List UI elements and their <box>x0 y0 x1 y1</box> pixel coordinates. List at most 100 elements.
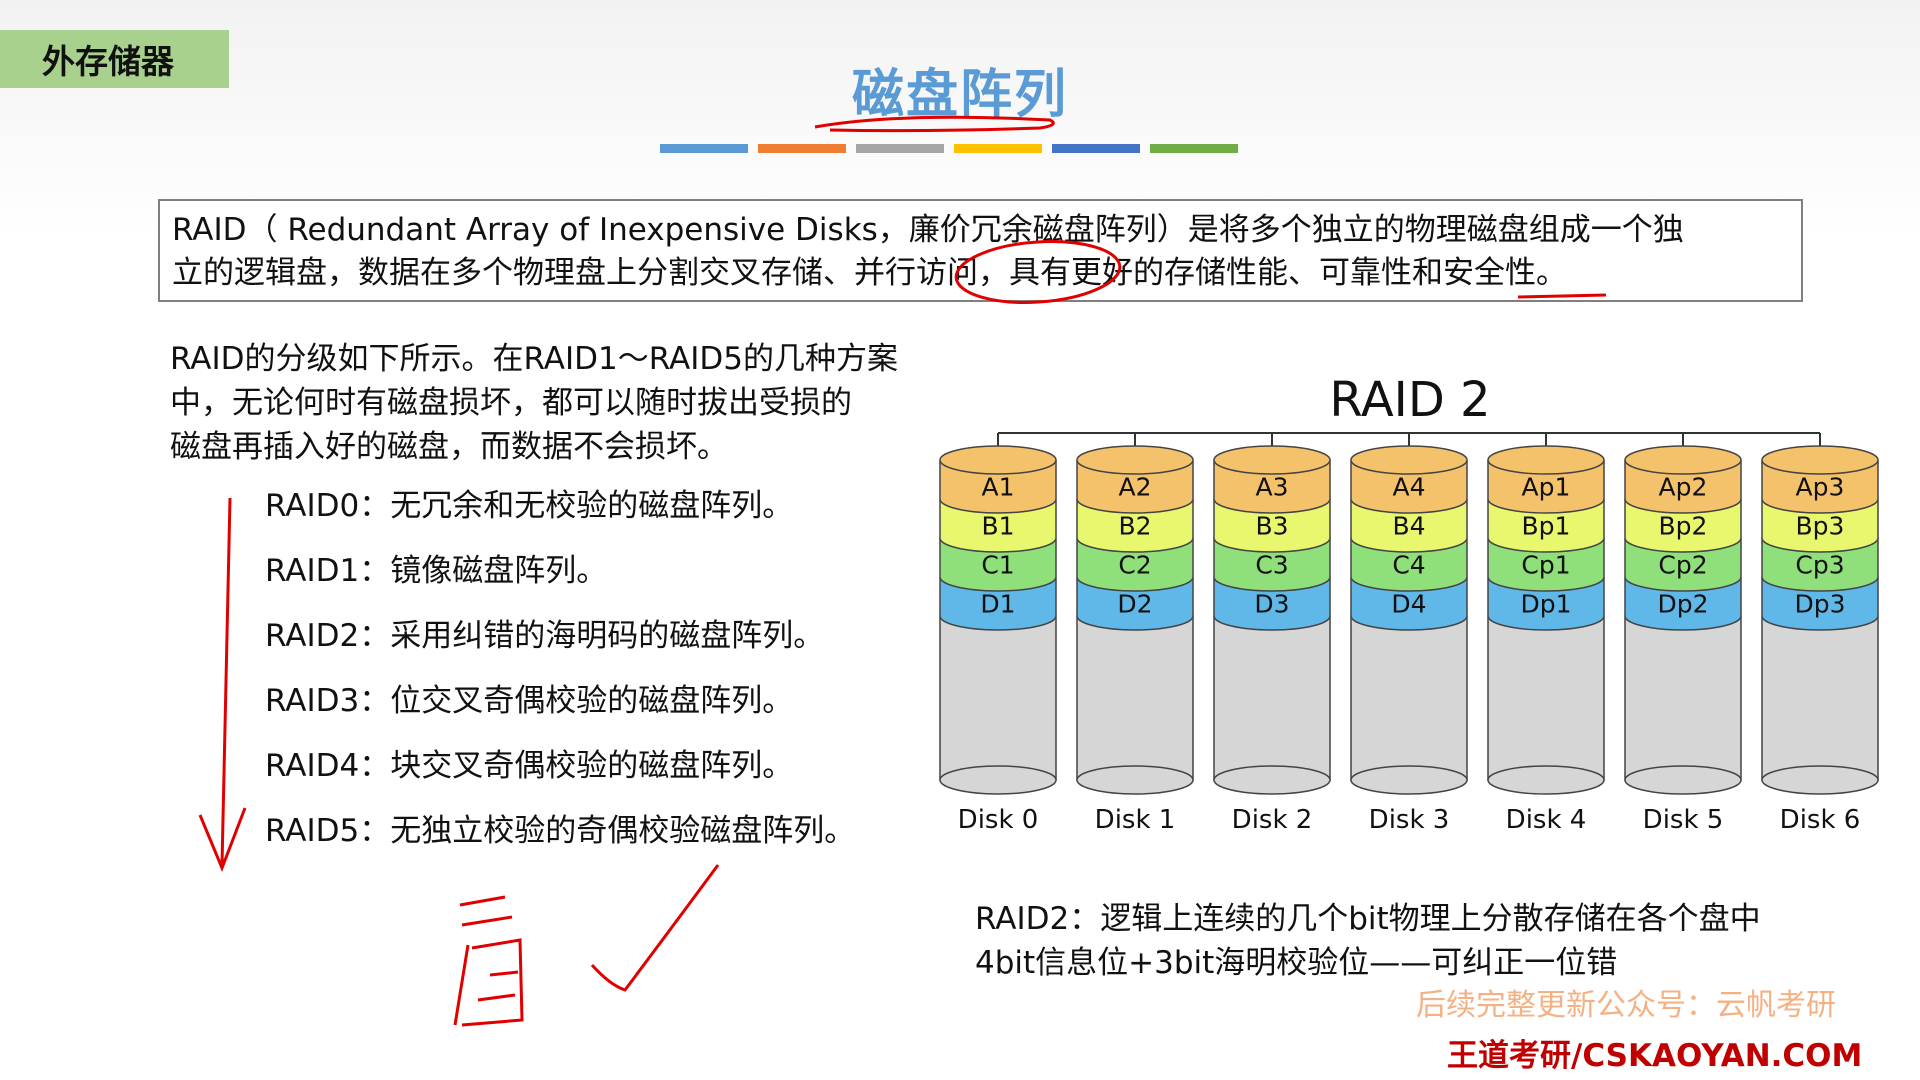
reliability-underline-mark <box>1517 293 1607 299</box>
stripe-label: C4 <box>1392 551 1425 580</box>
stripe-edge <box>1350 460 1468 514</box>
stripe-label: Ap2 <box>1659 473 1708 502</box>
color-bar-segment-3 <box>856 144 944 153</box>
stripe-label: A4 <box>1392 473 1425 502</box>
page-title: 磁盘阵列 <box>851 65 1068 125</box>
disk-base <box>1761 765 1879 795</box>
stripe-edge <box>1487 460 1605 514</box>
disk-body <box>1350 615 1468 781</box>
watermark-site: 王道考研/CSKAOYAN.COM <box>1447 1038 1863 1074</box>
disk-label: Disk 0 <box>957 805 1039 835</box>
disk-top <box>1350 445 1468 475</box>
disk-label: Disk 5 <box>1642 805 1724 835</box>
stripe-edge <box>1350 577 1468 631</box>
disk-base <box>1350 765 1468 795</box>
stripe-edge <box>1761 499 1879 553</box>
disk-base <box>939 765 1057 795</box>
raid2-note-line-2: 4bit信息位+3bit海明校验位——可纠正一位错 <box>975 945 1618 981</box>
stripe-label: Cp2 <box>1658 551 1707 580</box>
stripe-label: Dp2 <box>1657 590 1708 619</box>
intro-line-2: 中，无论何时有磁盘损坏，都可以随时拔出受损的 <box>170 385 852 421</box>
intro-line-3: 磁盘再插入好的磁盘，而数据不会损坏。 <box>170 429 728 465</box>
stripe-label: B1 <box>981 512 1014 541</box>
stripe-label: C1 <box>981 551 1014 580</box>
stripe-label: Bp3 <box>1796 512 1845 541</box>
stripe-label: Dp3 <box>1794 590 1845 619</box>
stripe-label: A3 <box>1255 473 1288 502</box>
disk-body <box>1213 615 1331 781</box>
disk-body <box>1487 615 1605 781</box>
disk-top <box>939 445 1057 475</box>
stripe-edge <box>1624 460 1742 514</box>
stripe-edge <box>1761 460 1879 514</box>
raid2-note: RAID2：逻辑上连续的几个bit物理上分散存储在各个盘中 4bit信息位+3b… <box>975 897 1761 985</box>
stripe-edge <box>939 499 1057 553</box>
stripe-edge <box>1213 499 1331 553</box>
stripe-label: D2 <box>1117 590 1152 619</box>
stripe-edge <box>1487 499 1605 553</box>
disk-body <box>1624 615 1742 781</box>
stripe-label: Dp1 <box>1520 590 1571 619</box>
stripe-label: D3 <box>1254 590 1289 619</box>
color-bar-segment-4 <box>954 144 1042 153</box>
color-bar-segment-2 <box>758 144 846 153</box>
title-color-bar <box>660 144 1238 153</box>
stripe-edge <box>1624 538 1742 592</box>
stripe-edge <box>1350 538 1468 592</box>
raid-level-item: RAID4：块交叉奇偶校验的磁盘阵列。 <box>265 748 794 784</box>
color-bar-segment-6 <box>1150 144 1238 153</box>
disk-body <box>1761 615 1879 781</box>
stripe-label: B2 <box>1118 512 1151 541</box>
raid-levels-intro: RAID的分级如下所示。在RAID1～RAID5的几种方案 中，无论何时有磁盘损… <box>170 337 970 469</box>
raid2-note-line-1: RAID2：逻辑上连续的几个bit物理上分散存储在各个盘中 <box>975 901 1761 937</box>
disk-body <box>1076 615 1194 781</box>
level-arrow-mark <box>198 497 247 873</box>
raid-level-item: RAID2：采用纠错的海明码的磁盘阵列。 <box>265 618 825 654</box>
disk-label: Disk 2 <box>1231 805 1313 835</box>
disk-top <box>1624 445 1742 475</box>
stripe-label: D1 <box>980 590 1015 619</box>
disk-label: Disk 3 <box>1368 805 1450 835</box>
stripe-edge <box>939 460 1057 514</box>
stripe-label: Cp3 <box>1795 551 1844 580</box>
stripe-edge <box>1213 460 1331 514</box>
intro-line-1: RAID的分级如下所示。在RAID1～RAID5的几种方案 <box>170 341 898 377</box>
color-bar-segment-5 <box>1052 144 1140 153</box>
raid2-diagram-title: RAID 2 <box>1329 372 1491 428</box>
raid2-diagram: A1B1C1D1A2B2C2D2A3B3C3D3A4B4C4D4Ap1Bp1Cp… <box>939 432 1879 795</box>
disk-top <box>1761 445 1879 475</box>
stripe-label: B4 <box>1392 512 1425 541</box>
stripe-label: Ap3 <box>1796 473 1845 502</box>
stripe-label: A2 <box>1118 473 1151 502</box>
raid-definition-box: RAID（ Redundant Array of Inexpensive Dis… <box>158 199 1803 302</box>
handwritten-char-mark <box>453 895 524 1027</box>
stripe-edge <box>939 577 1057 631</box>
raid-level-list: RAID0：无冗余和无校验的磁盘阵列。 RAID1：镜像磁盘阵列。 RAID2：… <box>265 486 855 876</box>
stripe-edge <box>1076 460 1194 514</box>
stripe-edge <box>1761 577 1879 631</box>
disk-base <box>1076 765 1194 795</box>
watermark-wechat: 后续完整更新公众号：云帆考研 <box>1416 988 1836 1023</box>
stripe-edge <box>1076 499 1194 553</box>
check-mark <box>590 864 720 992</box>
stripe-label: Cp1 <box>1521 551 1570 580</box>
parallel-access-circle <box>954 240 1122 304</box>
stripe-edge <box>1487 577 1605 631</box>
stripe-label: A1 <box>981 473 1014 502</box>
stripe-label: Bp1 <box>1522 512 1571 541</box>
definition-line-2: 立的逻辑盘，数据在多个物理盘上分割交叉存储、并行访问，具有更好的存储性能、可靠性… <box>172 255 1567 291</box>
disk-base <box>1624 765 1742 795</box>
title-underline-mark <box>814 115 1055 133</box>
disk-base <box>1213 765 1331 795</box>
disk-base <box>1487 765 1605 795</box>
disk-top <box>1076 445 1194 475</box>
stripe-label: Ap1 <box>1522 473 1571 502</box>
stripe-edge <box>939 538 1057 592</box>
